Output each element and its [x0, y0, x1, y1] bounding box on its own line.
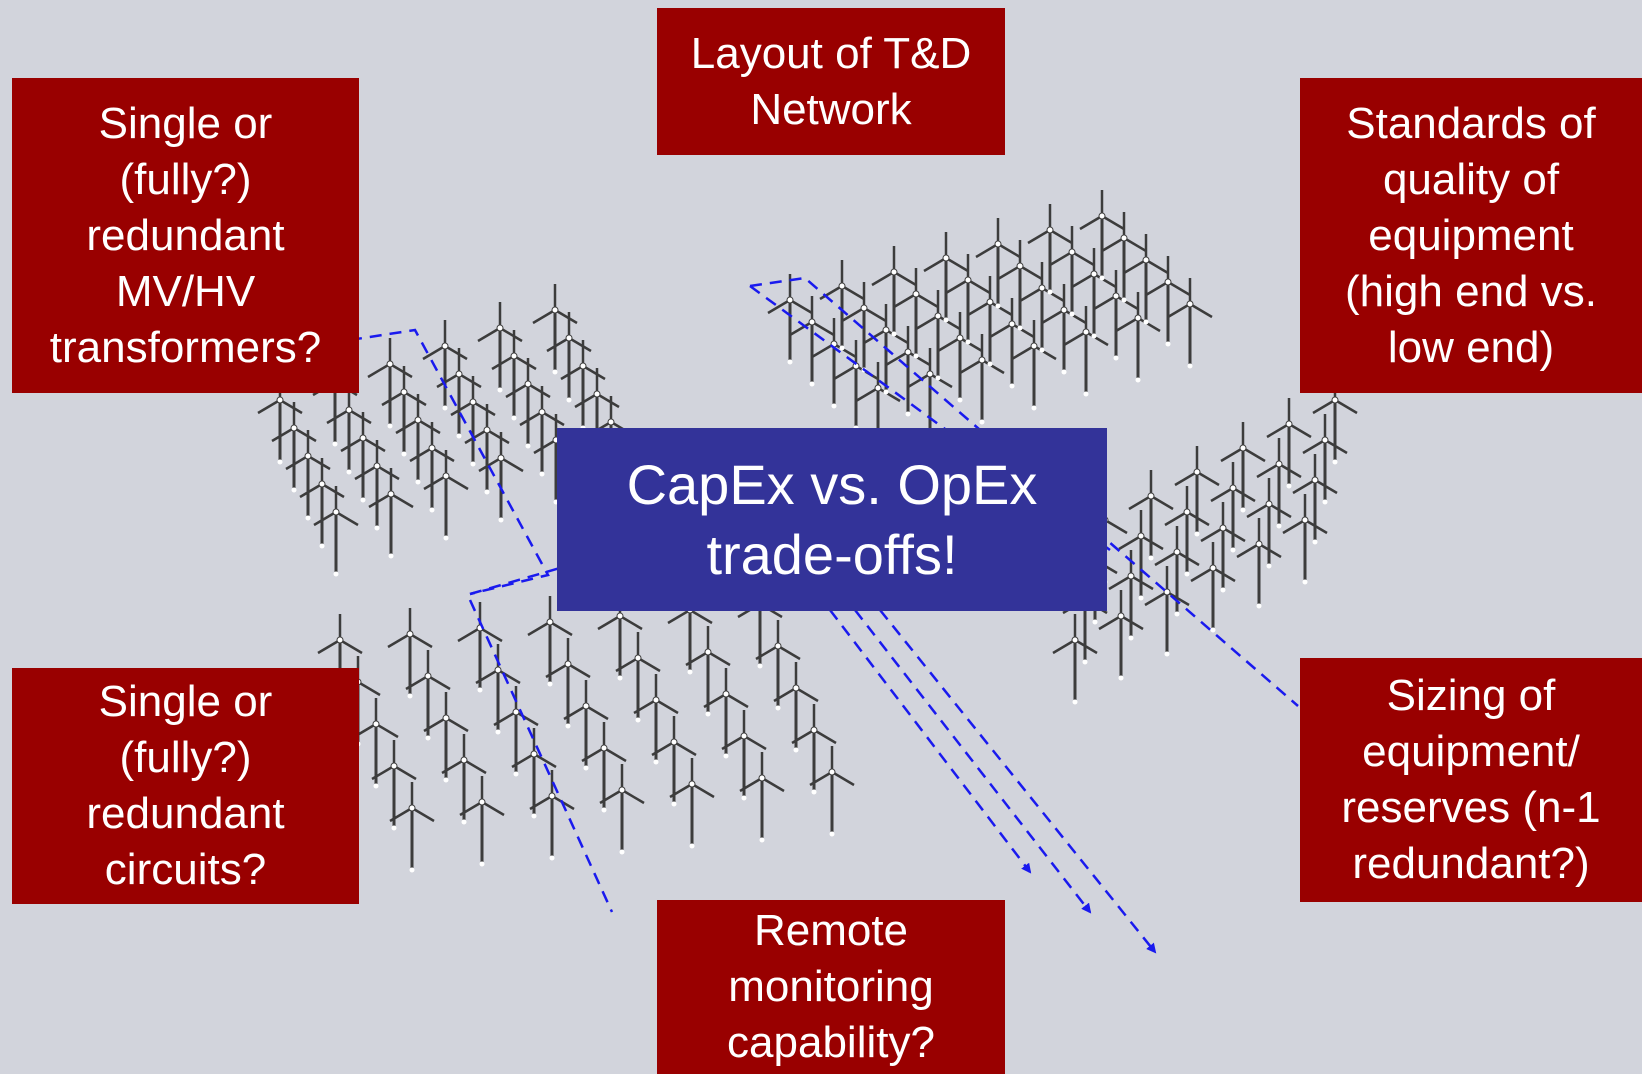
layout-network-box: Layout of T&D Network — [657, 8, 1005, 155]
wind-turbine-icon — [892, 266, 940, 360]
arrow-head-icon — [879, 609, 1157, 954]
wind-turbine-icon — [1070, 246, 1118, 340]
wind-turbine-icon — [684, 624, 732, 718]
transformer-redundancy-box: Single or (fully?) redundant MV/HV trans… — [12, 78, 359, 393]
wind-turbine-icon — [422, 690, 470, 784]
wind-turbine-icon — [562, 678, 610, 772]
wind-turbine-icon — [944, 252, 992, 346]
wind-turbine-icon — [1114, 290, 1162, 384]
wind-turbine-icon — [388, 780, 436, 874]
wind-turbine-icon — [702, 666, 750, 760]
wind-turbine-icon — [988, 296, 1036, 390]
wind-turbine-icon — [370, 738, 418, 832]
dashed-connector — [749, 284, 1111, 552]
wind-turbine-icon — [1062, 304, 1110, 398]
wind-turbine-icon — [1173, 444, 1221, 538]
wind-turbine-icon — [580, 720, 628, 814]
wind-turbine-icon — [766, 272, 814, 366]
wind-turbine-icon — [544, 636, 592, 730]
wind-turbine-icon — [598, 762, 646, 856]
wind-turbine-icon — [1018, 260, 1066, 354]
wind-turbine-icon — [632, 672, 680, 766]
wind-turbine-icon — [772, 660, 820, 754]
wind-turbine-icon — [1100, 210, 1148, 304]
wind-turbine-icon — [1265, 396, 1313, 490]
wind-turbine-icon — [808, 744, 856, 838]
wind-turbine-icon — [1166, 276, 1214, 370]
wind-turbine-icon — [922, 230, 970, 324]
wind-turbine-icon — [1122, 232, 1170, 326]
wind-turbine-icon — [1291, 452, 1339, 546]
wind-turbine-icon — [1209, 460, 1257, 554]
wind-turbine-icon — [456, 600, 504, 694]
arrow-head-icon — [854, 609, 1092, 914]
wind-turbine-icon — [650, 714, 698, 808]
wind-turbine-icon — [884, 324, 932, 418]
wind-turbine-icon — [1255, 436, 1303, 530]
wind-turbine-icon — [974, 216, 1022, 310]
wind-turbine-icon — [614, 630, 662, 724]
wind-turbine-icon — [914, 288, 962, 382]
wind-turbine-icon — [1199, 500, 1247, 594]
wind-turbine-icon — [1301, 412, 1349, 506]
wind-turbine-icon — [440, 732, 488, 826]
wind-turbine-icon — [1219, 420, 1267, 514]
wind-turbine-icon — [474, 642, 522, 736]
wind-turbine-icon — [1144, 254, 1192, 348]
wind-turbine-icon — [1051, 612, 1099, 706]
dashed-connector — [349, 328, 550, 596]
dashed-connector — [469, 566, 561, 596]
wind-turbine-icon — [352, 696, 400, 790]
dashed-connectors — [349, 276, 1299, 954]
wind-turbine-icon — [1026, 202, 1074, 296]
wind-turbine-icon — [870, 244, 918, 338]
wind-turbine-icon — [1143, 564, 1191, 658]
capex-opex-box: CapEx vs. OpEx trade-offs! — [557, 428, 1107, 611]
wind-turbine-icon — [754, 618, 802, 712]
wind-turbine-icon — [936, 310, 984, 404]
wind-turbine-icon — [790, 702, 838, 796]
wind-turbine-icon — [818, 258, 866, 352]
wind-turbine-icon — [788, 294, 836, 388]
wind-turbine-icon — [906, 346, 954, 440]
wind-turbine-icon — [1163, 484, 1211, 578]
wind-turbine-icon — [1092, 268, 1140, 362]
dashed-connector — [468, 599, 614, 913]
wind-turbine-icon — [1078, 188, 1126, 282]
wind-turbine-icon — [458, 774, 506, 868]
wind-turbine-icon — [810, 316, 858, 410]
wind-turbine-icon — [966, 274, 1014, 368]
wind-turbine-icon — [1189, 540, 1237, 634]
wind-turbine-icon — [958, 332, 1006, 426]
wind-turbine-icon — [404, 648, 452, 742]
remote-monitoring-box: Remote monitoring capability? — [657, 900, 1005, 1074]
wind-turbine-icon — [720, 708, 768, 802]
wind-turbine-icon — [1048, 224, 1096, 318]
circuit-redundancy-box: Single or (fully?) redundant circuits? — [12, 668, 359, 904]
wind-turbine-icon — [996, 238, 1044, 332]
wind-turbine-icon — [832, 338, 880, 432]
wind-turbine-icon — [1281, 492, 1329, 586]
wind-turbine-icon — [738, 750, 786, 844]
wind-turbine-icon — [1010, 318, 1058, 412]
wind-turbine-icon — [386, 606, 434, 700]
equipment-sizing-box: Sizing of equipment/ reserves (n-1 redun… — [1300, 658, 1642, 902]
wind-turbine-icon — [1245, 476, 1293, 570]
wind-turbine-icon — [528, 768, 576, 862]
wind-turbine-icon — [1040, 282, 1088, 376]
wind-turbine-icon — [1127, 468, 1175, 562]
wind-turbine-icon — [1107, 548, 1155, 642]
wind-turbine-icon — [1153, 524, 1201, 618]
wind-turbine-icon — [1117, 508, 1165, 602]
dashed-connector — [749, 276, 1299, 707]
arrow-head-icon — [829, 609, 1032, 874]
wind-turbine-icon — [668, 756, 716, 850]
equipment-quality-box: Standards of quality of equipment (high … — [1300, 78, 1642, 393]
wind-turbine-icon — [1235, 516, 1283, 610]
